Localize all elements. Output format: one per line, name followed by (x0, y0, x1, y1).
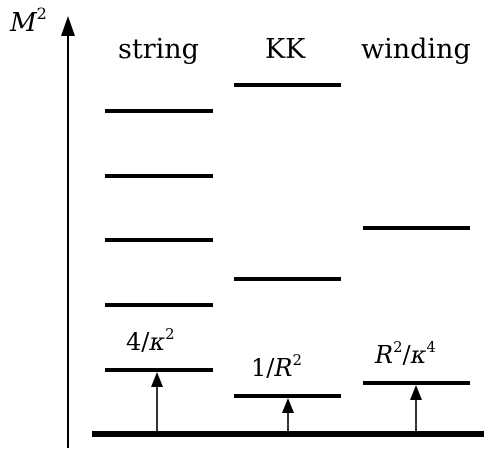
kk-gap-arrow (282, 398, 294, 433)
kk-gap-label: 1/R2 (251, 352, 302, 382)
winding-gap-label-numerator-exponent: 2 (393, 337, 403, 356)
mass-axis-label-exponent: 2 (36, 3, 47, 23)
winding-gap-label-slash: / (402, 341, 411, 369)
kk-gap-label-symbol: R (274, 354, 293, 382)
column-heading-string: string (118, 34, 199, 65)
winding-gap-label: R2/κ4 (375, 339, 436, 369)
string-gap-label-prefix: 4/ (126, 328, 150, 356)
mass-axis-arrowhead (61, 16, 75, 36)
winding-gap-label-numerator: R (375, 341, 394, 369)
column-heading-kk: KK (265, 34, 306, 65)
string-gap-label-exponent: 2 (165, 324, 175, 343)
column-heading-winding: winding (361, 34, 471, 65)
string-gap-label: 4/κ2 (126, 326, 175, 356)
winding-gap-label-denominator: κ (410, 341, 427, 369)
kk-gap-label-prefix: 1/ (251, 354, 275, 382)
string-gap-label-symbol: κ (149, 328, 166, 356)
string-gap-arrow (151, 372, 163, 433)
mass-axis-label: M2 (10, 5, 47, 38)
kk-gap-label-exponent: 2 (292, 350, 302, 369)
winding-gap-label-denominator-exponent: 4 (426, 337, 436, 356)
mass-axis-label-base: M (10, 8, 37, 38)
winding-gap-arrow (410, 385, 422, 433)
